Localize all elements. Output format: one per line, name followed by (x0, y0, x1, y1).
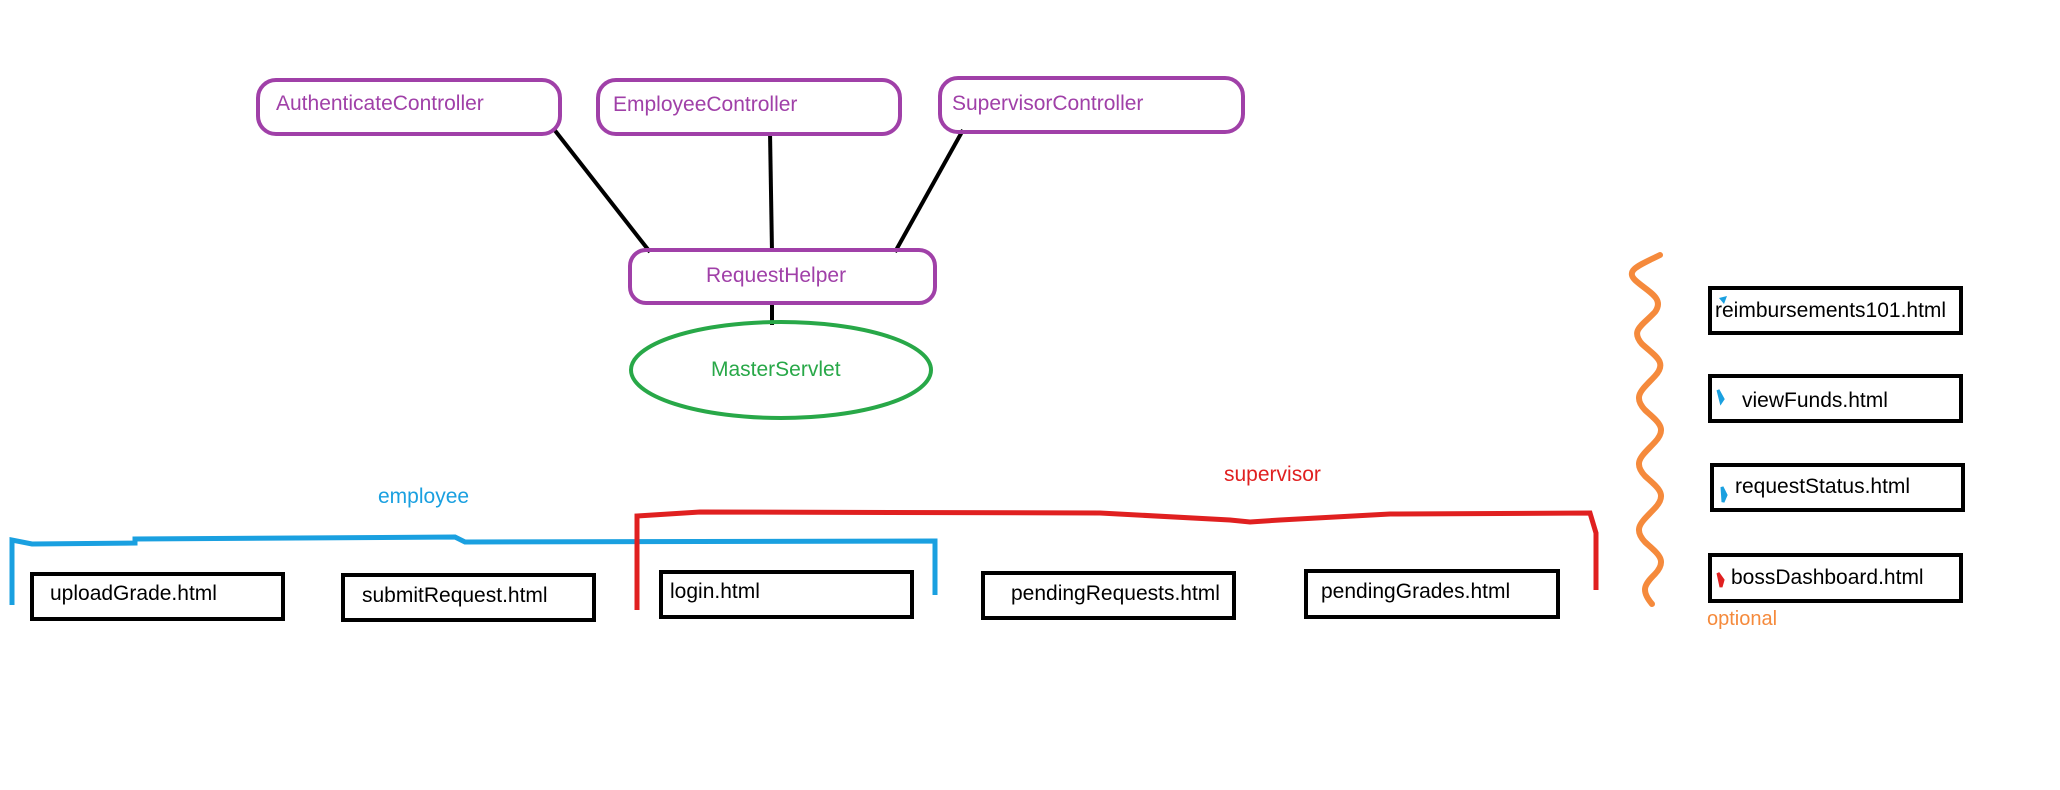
employee-group-label: employee (378, 485, 470, 508)
upload-grade-label: uploadGrade.html (50, 582, 217, 605)
login-box (659, 570, 914, 619)
boss-dashboard-box (1708, 553, 1963, 603)
employee-controller-label: EmployeeController (613, 93, 798, 116)
authenticate-controller-node (256, 78, 562, 136)
view-funds-mark (1716, 389, 1725, 406)
employee-bracket (9, 534, 938, 605)
reimbursements101-label: reimbursements101.html (1715, 299, 1947, 322)
connector-authenticate-helper (551, 126, 652, 254)
request-helper-label: RequestHelper (706, 264, 847, 287)
boss-dashboard-mark (1716, 572, 1725, 588)
view-funds-box (1708, 374, 1963, 423)
employee-controller-node (596, 78, 902, 136)
supervisor-controller-node (938, 76, 1245, 134)
optional-squiggle (1628, 252, 1664, 607)
supervisor-bracket (634, 509, 1599, 610)
optional-group-label: optional (1707, 608, 1778, 630)
submit-request-box (341, 573, 596, 622)
request-status-box (1710, 463, 1965, 512)
login-label: login.html (670, 580, 760, 603)
pending-grades-box (1304, 569, 1560, 619)
request-helper-node (628, 248, 937, 305)
supervisor-group-label: supervisor (1224, 463, 1321, 486)
master-servlet-node (629, 320, 933, 420)
pending-requests-box (981, 571, 1236, 620)
authenticate-controller-label: AuthenticateController (276, 92, 484, 115)
pending-requests-label: pendingRequests.html (1011, 582, 1220, 605)
view-funds-label: viewFunds.html (1742, 389, 1888, 412)
submit-request-label: submitRequest.html (362, 584, 548, 607)
boss-dashboard-label: bossDashboard.html (1731, 566, 1924, 589)
supervisor-controller-label: SupervisorController (952, 92, 1144, 115)
connector-supervisor-helper (893, 129, 965, 253)
connector-employee-helper (768, 131, 774, 253)
request-status-mark (1720, 486, 1728, 503)
reimbursements101-mark (1719, 296, 1727, 304)
request-status-label: requestStatus.html (1735, 475, 1911, 498)
upload-grade-box (30, 572, 285, 621)
pending-grades-label: pendingGrades.html (1321, 580, 1511, 603)
master-servlet-label: MasterServlet (711, 358, 841, 381)
reimbursements101-box (1708, 286, 1963, 335)
